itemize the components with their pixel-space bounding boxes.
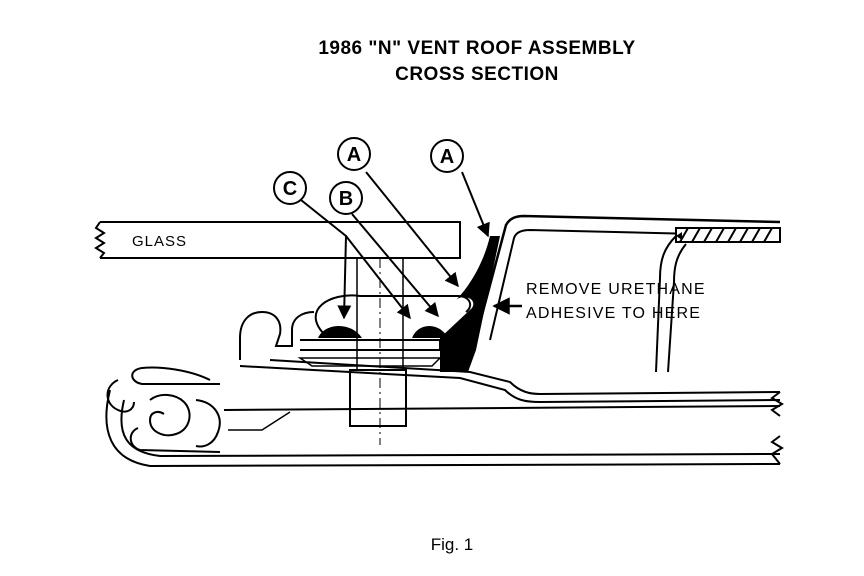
diagram-title-line-1: 1986 "N" VENT ROOF ASSEMBLY [318, 38, 636, 59]
callout-c: C [273, 171, 307, 205]
callout-a-right: A [430, 139, 464, 173]
figure-caption: Fig. 1 [430, 535, 474, 554]
callout-a-right-label: A [440, 146, 454, 168]
callout-a-left: A [337, 137, 371, 171]
sealant-beads [318, 326, 448, 338]
edge-molding [106, 310, 315, 453]
diagram-title-line-2: CROSS SECTION [395, 64, 559, 85]
callout-b: B [329, 181, 363, 215]
inner-channel [239, 357, 781, 404]
bolt [349, 257, 407, 445]
urethane-note-line-1: REMOVE URETHANE [526, 281, 706, 298]
callout-a-left-label: A [347, 144, 361, 166]
urethane-adhesive [440, 236, 500, 372]
roof-panel [476, 214, 781, 373]
leader-lines [300, 171, 522, 320]
urethane-note-line-2: ADHESIVE TO HERE [526, 305, 701, 322]
callout-c-label: C [283, 178, 297, 200]
callout-b-label: B [339, 188, 353, 210]
lower-trim [105, 389, 784, 468]
glass-panel [94, 221, 461, 259]
glass-label: GLASS [132, 233, 187, 250]
